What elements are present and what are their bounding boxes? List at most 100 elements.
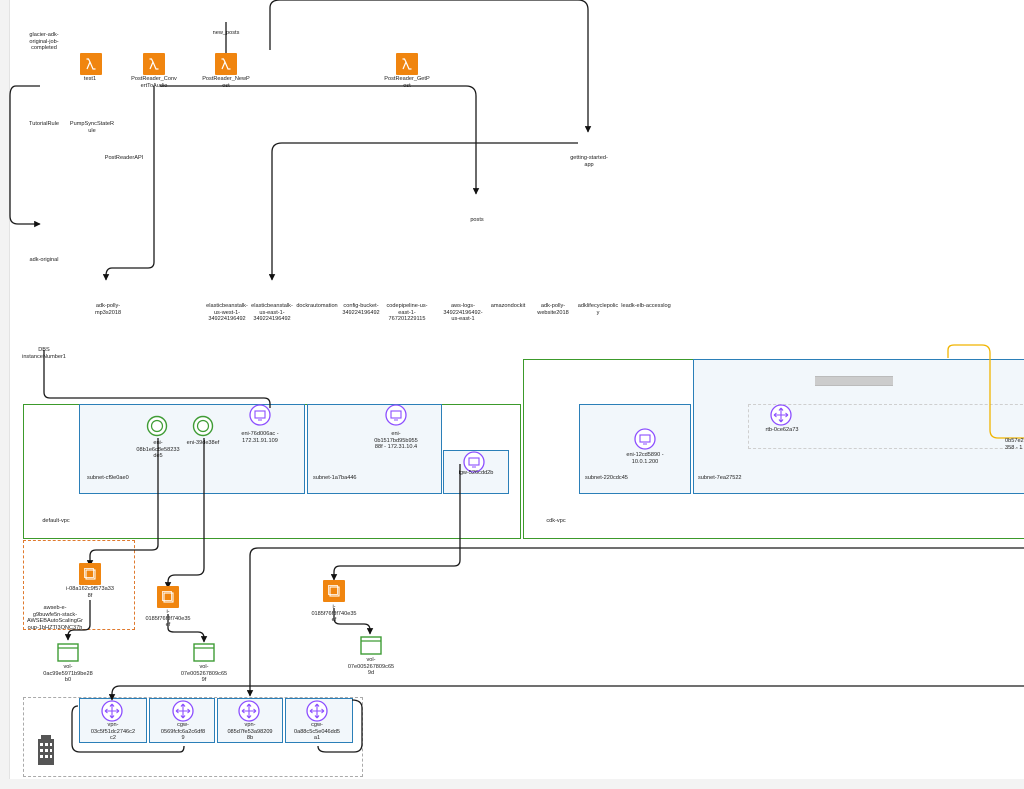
inst2-label: i- 0185f76f8f740e35 ef [145, 609, 191, 629]
glacier-node-icon[interactable] [32, 8, 54, 30]
b10-label: leadk-elb-accesslog [621, 303, 671, 309]
b6-node-icon[interactable] [451, 280, 473, 302]
cgw2-node-icon[interactable] [306, 700, 328, 722]
lambda1-node-icon[interactable] [80, 53, 102, 75]
inst3-node-icon[interactable] [323, 580, 345, 602]
igw-node-icon[interactable] [463, 451, 485, 473]
b6-label: aws-logs- 349224196492- us-east-1 [443, 303, 483, 323]
subnet4-label: subnet-7ea27522 [698, 475, 742, 481]
vol1-label: vol- 0ac99e5971b9be28 b0 [43, 664, 93, 684]
bottom-scrollbar[interactable] [0, 779, 1024, 789]
b10-node-icon[interactable] [634, 280, 656, 302]
edge-orange [947, 344, 1024, 439]
eni-d-node-icon[interactable] [385, 404, 407, 426]
b2-node-icon[interactable] [260, 280, 282, 302]
glacier-label: glacier-adk- original-job- completed [29, 32, 59, 52]
default-vpc-label: default-vpc [42, 518, 70, 524]
edge-inst1-vol1 [64, 600, 91, 641]
b3-node-icon[interactable] [305, 280, 327, 302]
b4-label: config-bucket- 349224196492 [342, 303, 380, 316]
asg-label: awseb-e- g9buwfe5n-stack- AWSEBAutoScali… [26, 605, 84, 631]
edge-inst2-vol2 [167, 614, 208, 643]
corporate-data-center-icon[interactable] [36, 735, 56, 765]
lambda3-node-icon[interactable] [215, 53, 237, 75]
rtb-label: rtb-0ce62a73 [765, 427, 799, 433]
rule2-label: PumpSyncStateR ule [69, 121, 115, 134]
new-posts-label: new_posts [212, 30, 240, 36]
vpn1-node-icon[interactable] [101, 700, 123, 722]
cut1-label: 0b57e2 [1005, 438, 1024, 444]
new-posts-node-icon[interactable] [215, 8, 237, 30]
rule1-node-icon[interactable] [32, 98, 54, 120]
lambda3-label: PostReader_NewP ost [202, 76, 250, 89]
bucket-adk-node-icon[interactable] [32, 234, 54, 256]
inst3-label: i- 0185f76f8f740e35 ef [311, 604, 357, 624]
edge-lambda2-polly [102, 86, 155, 281]
b4-node-icon[interactable] [350, 280, 372, 302]
edge-top-loop [269, 0, 592, 133]
app-label: getting-started- app [570, 155, 608, 168]
inst1-label: i-08a162c9f573a33 8f [66, 586, 114, 599]
edge-igw-inst3 [330, 464, 461, 581]
eni-a-node-icon[interactable] [146, 415, 168, 437]
edge-lambda-row [160, 85, 480, 195]
subnet-1a7ba446-group[interactable] [307, 404, 442, 494]
lambda1-label: test1 [83, 76, 97, 82]
cgw1-label: cgw- 0569fcfc6a2c6df8 9 [160, 722, 206, 742]
bucket-polly-node-icon[interactable] [96, 280, 118, 302]
rtb-node-icon[interactable] [770, 404, 792, 426]
edge-inst3-vol3 [333, 608, 374, 635]
lambda4-label: PostReader_GetP ost [384, 76, 430, 89]
route-table-area [748, 404, 1024, 449]
app-node-icon[interactable] [578, 132, 600, 154]
default-vpc-node-icon[interactable] [45, 495, 67, 517]
vpn2-node-icon[interactable] [238, 700, 260, 722]
subnet-220cdc45-group[interactable] [579, 404, 691, 494]
inst2-node-icon[interactable] [157, 586, 179, 608]
cgw2-label: cgw- 0a88c5c5e046dd5 a1 [293, 722, 341, 742]
vol2-node-icon[interactable] [193, 641, 215, 663]
b9-node-icon[interactable] [588, 280, 610, 302]
vol1-node-icon[interactable] [57, 641, 79, 663]
edge-glacier-adk [9, 85, 41, 228]
dbs-label: DBS instanceNumber1 [22, 347, 66, 360]
dbs-node-icon[interactable] [32, 325, 54, 347]
api-label: PostReaderAPI [104, 155, 144, 161]
eni-d-label: eni- 0b1517bd95b955 88f - 172.31.10.4 [374, 431, 418, 451]
cgw1-node-icon[interactable] [172, 700, 194, 722]
autoscaling-group[interactable] [23, 540, 135, 630]
b8-node-icon[interactable] [541, 280, 563, 302]
label-placeholder-hatch [815, 376, 893, 386]
lambda2-node-icon[interactable] [143, 53, 165, 75]
rule2-node-icon[interactable] [80, 98, 102, 120]
b7-node-icon[interactable] [497, 280, 519, 302]
posts-node-icon[interactable] [466, 194, 488, 216]
eni-b-node-icon[interactable] [192, 415, 214, 437]
b2-label: elasticbeanstalk- us-east-1- 34922419649… [251, 303, 293, 323]
cdk-vpc-node-icon[interactable] [545, 495, 567, 517]
eni-c-label: eni-76d006ac - 172.31.91.109 [241, 431, 279, 444]
edge-vpn-loop-right [317, 699, 363, 753]
posts-label: posts [470, 217, 484, 223]
eni-c-node-icon[interactable] [249, 404, 271, 426]
vpn2-label: vpn- 085d7fe53a98209 8b [227, 722, 273, 742]
api-node-icon[interactable] [113, 132, 135, 154]
edge-eni-inst2 [164, 438, 205, 589]
vol3-node-icon[interactable] [360, 634, 382, 656]
vol3-label: vol- 07e005267809c65 9d [347, 657, 395, 677]
vpn1-label: vpn- 03c5f51dc2746c2 c2 [90, 722, 136, 742]
b3-label: dockrautomation [296, 303, 338, 309]
inst1-node-icon[interactable] [79, 563, 101, 585]
b5-node-icon[interactable] [396, 280, 418, 302]
edge-cdk-vpn2 [108, 685, 1024, 701]
lambda4-node-icon[interactable] [396, 53, 418, 75]
eni-e-node-icon[interactable] [634, 428, 656, 450]
b1-node-icon[interactable] [215, 280, 237, 302]
subnet3-label: subnet-220cdc45 [585, 475, 628, 481]
left-gutter [0, 0, 10, 779]
b7-label: amazondockit [490, 303, 526, 309]
subnet2-label: subnet-1a7ba446 [313, 475, 357, 481]
b8-label: adk-polly- website2018 [537, 303, 569, 316]
cdk-vpc-label: cdk-vpc [546, 518, 566, 524]
